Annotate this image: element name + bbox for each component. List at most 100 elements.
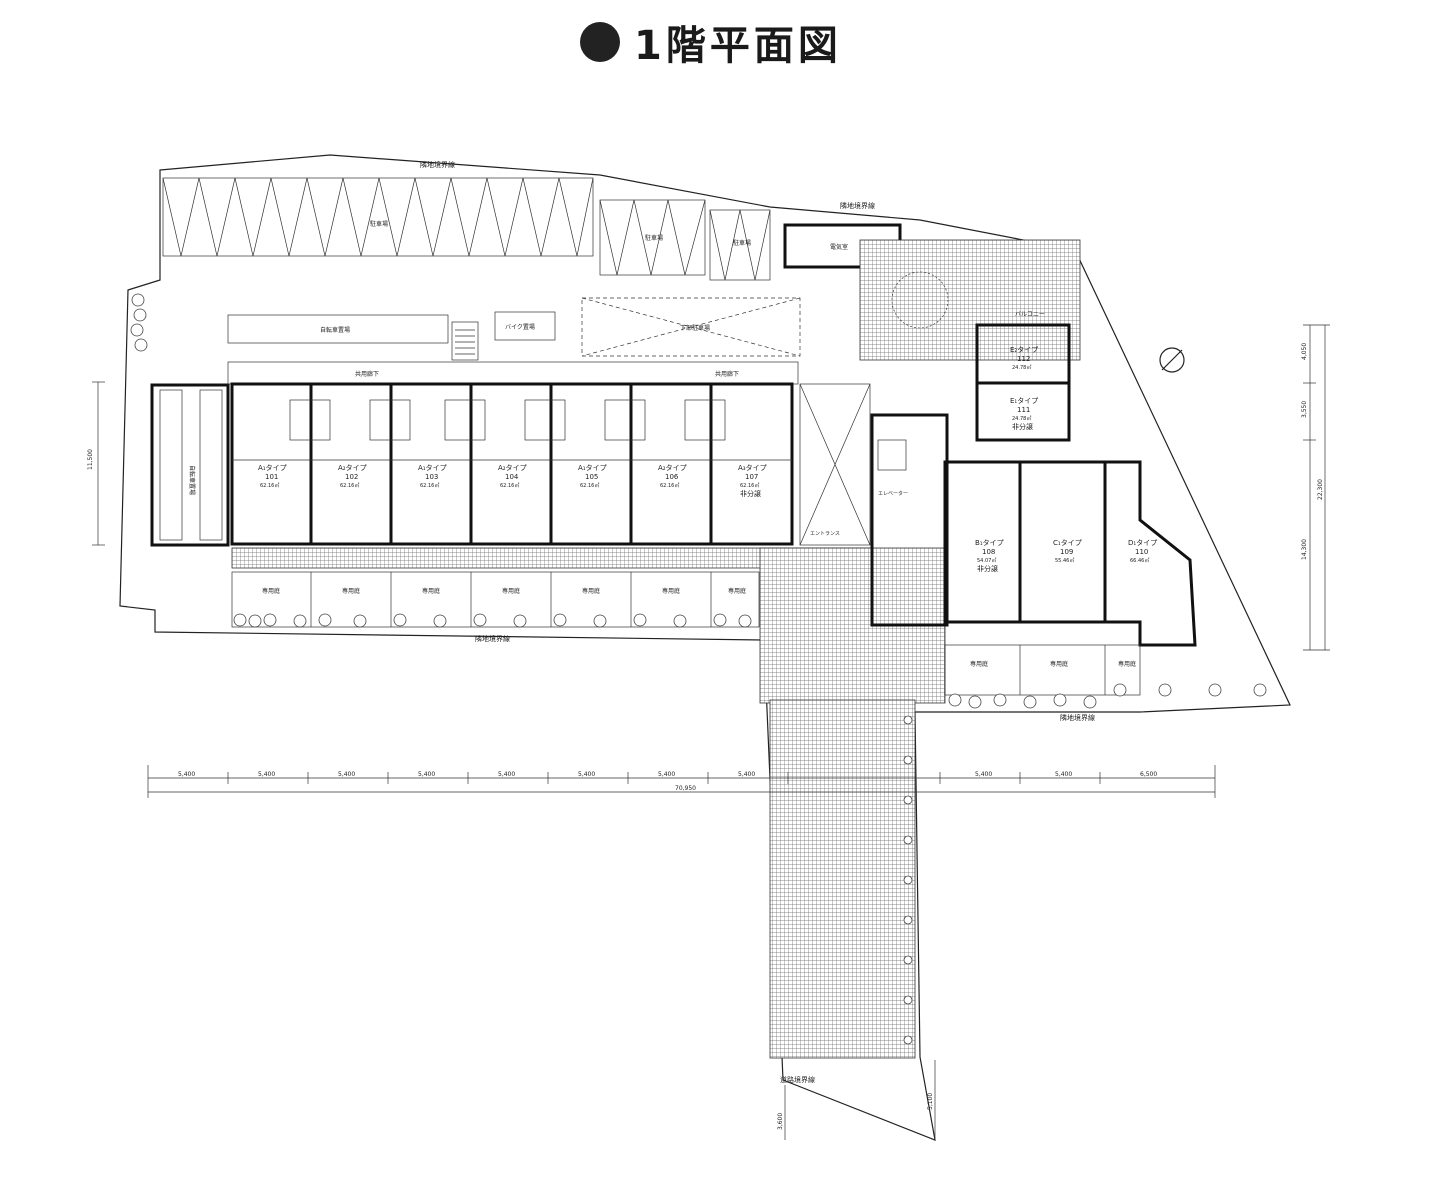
- garden-label-3: 専用庭: [422, 587, 440, 595]
- svg-text:5,400: 5,400: [258, 771, 275, 778]
- svg-text:A₂タイプ: A₂タイプ: [498, 463, 527, 472]
- garden-label-5: 専用庭: [582, 587, 600, 595]
- hedge-west: [233, 613, 752, 628]
- svg-text:102: 102: [345, 473, 358, 481]
- svg-text:E₂タイプ: E₂タイプ: [1010, 345, 1038, 354]
- svg-text:E₁タイプ: E₁タイプ: [1010, 396, 1038, 405]
- dimension-road: 3,600 5,100: [777, 1060, 936, 1140]
- hedge-road: [903, 715, 913, 1045]
- boundary-label-top: 隣地境界線: [420, 160, 455, 169]
- garden-label-6: 専用庭: [662, 587, 680, 595]
- boundary-label-east: 隣地境界線: [1060, 713, 1095, 722]
- svg-text:111: 111: [1017, 406, 1030, 414]
- parking-area-1: 駐車場: [162, 177, 594, 257]
- svg-text:55.46㎡: 55.46㎡: [1055, 557, 1074, 564]
- svg-text:A₁タイプ: A₁タイプ: [578, 463, 607, 472]
- svg-text:109: 109: [1060, 548, 1073, 556]
- svg-text:5,400: 5,400: [498, 771, 515, 778]
- svg-text:105: 105: [585, 473, 598, 481]
- lower-parking-label: 下部駐車場: [680, 324, 710, 332]
- svg-text:非分譲: 非分譲: [740, 489, 761, 498]
- unit-103: A₁タイプ 103 62.16㎡: [418, 463, 447, 489]
- svg-text:62.16㎡: 62.16㎡: [420, 482, 439, 489]
- svg-text:非分譲: 非分譲: [977, 564, 998, 573]
- svg-text:11,500: 11,500: [87, 449, 94, 470]
- svg-text:62.16㎡: 62.16㎡: [660, 482, 679, 489]
- svg-text:62.16㎡: 62.16㎡: [580, 482, 599, 489]
- svg-text:6,500: 6,500: [1140, 771, 1157, 778]
- svg-text:5,400: 5,400: [338, 771, 355, 778]
- unit-104: A₂タイプ 104 62.16㎡: [498, 463, 527, 489]
- svg-text:3,550: 3,550: [1301, 401, 1308, 418]
- svg-text:62.16㎡: 62.16㎡: [500, 482, 519, 489]
- gardens-east: [944, 644, 1141, 696]
- svg-text:103: 103: [425, 473, 438, 481]
- electric-room-label: 電気室: [830, 243, 848, 251]
- bicycle-area-left: [150, 383, 230, 547]
- unit-111: E₁タイプ 111 24.78㎡ 非分譲: [1010, 396, 1038, 431]
- parking-label-3: 駐車場: [733, 239, 751, 247]
- svg-text:5,100: 5,100: [927, 1093, 934, 1110]
- svg-text:62.16㎡: 62.16㎡: [340, 482, 359, 489]
- west-block: [230, 382, 794, 546]
- parking-label-1: 駐車場: [370, 220, 388, 228]
- unit-102: A₂タイプ 102 62.16㎡: [338, 463, 367, 489]
- unit-walls: [309, 384, 713, 544]
- parking-area-3: 駐車場: [709, 209, 771, 281]
- parking-label-2: 駐車場: [645, 234, 663, 242]
- svg-text:5,400: 5,400: [975, 771, 992, 778]
- dim-total: 70,950: [675, 785, 696, 792]
- svg-text:22,300: 22,300: [1317, 479, 1324, 500]
- svg-text:62.16㎡: 62.16㎡: [260, 482, 279, 489]
- svg-text:104: 104: [505, 473, 519, 481]
- bullet-icon: [580, 22, 620, 62]
- unit-106: A₂タイプ 106 62.16㎡: [658, 463, 687, 489]
- hedge-left: [130, 293, 148, 352]
- svg-text:107: 107: [745, 473, 758, 481]
- road-boundary-label: 道路境界線: [780, 1075, 815, 1084]
- svg-text:108: 108: [982, 548, 995, 556]
- bicycle-label: 自転車置場: [320, 326, 350, 334]
- page-title: 1階平面図: [580, 14, 842, 70]
- garden-label-7: 専用庭: [728, 587, 746, 595]
- balcony-label: バルコニー: [1015, 311, 1045, 318]
- garden-label-10: 専用庭: [1118, 660, 1136, 668]
- svg-text:A₁タイプ: A₁タイプ: [418, 463, 447, 472]
- svg-text:3,600: 3,600: [777, 1113, 784, 1130]
- north-arrow-icon: [1159, 347, 1185, 373]
- svg-text:101: 101: [265, 473, 278, 481]
- svg-text:A₂タイプ: A₂タイプ: [338, 463, 367, 472]
- title-text: 1階平面図: [634, 23, 842, 69]
- svg-text:A₂タイプ: A₂タイプ: [658, 463, 687, 472]
- entrance-label: エントランス: [810, 531, 840, 537]
- garden-label-2: 専用庭: [342, 587, 360, 595]
- svg-text:66.46㎡: 66.46㎡: [1130, 557, 1149, 564]
- svg-text:110: 110: [1135, 548, 1148, 556]
- core-block: [870, 413, 949, 627]
- hedge-east: [948, 683, 1267, 709]
- dimension-line-left: 11,500: [87, 381, 105, 546]
- unit-112: E₂タイプ 112 24.78㎡: [1010, 345, 1038, 371]
- parking-area-2: 駐車場: [599, 199, 706, 276]
- unit-110: D₁タイプ 110 66.46㎡: [1128, 538, 1157, 564]
- motorbike-area: [494, 311, 556, 341]
- hatched-garden-north: [859, 239, 1081, 361]
- svg-text:5,400: 5,400: [578, 771, 595, 778]
- unit-108: B₁タイプ 108 54.07㎡ 非分譲: [975, 538, 1004, 573]
- unit-109: C₁タイプ 109 55.46㎡: [1053, 538, 1082, 564]
- svg-text:5,400: 5,400: [1055, 771, 1072, 778]
- svg-text:24.78㎡: 24.78㎡: [1012, 364, 1031, 371]
- svg-text:5,400: 5,400: [418, 771, 435, 778]
- svg-text:54.07㎡: 54.07㎡: [977, 557, 996, 564]
- stair: [451, 321, 479, 361]
- svg-text:112: 112: [1017, 355, 1030, 363]
- lower-parking: [581, 297, 801, 357]
- garden-label-8: 専用庭: [970, 660, 988, 668]
- gardens-west: [231, 571, 760, 628]
- elevator-label: エレベーター: [878, 490, 908, 497]
- unit-101: A₁タイプ 101 62.16㎡: [258, 463, 287, 489]
- bicycle-left-label: 自転車置場: [188, 465, 196, 495]
- dimension-line-bottom: 5,400 5,400 5,400 5,400 5,400 5,400 5,40…: [147, 765, 1216, 798]
- svg-text:4,050: 4,050: [1301, 343, 1308, 360]
- svg-text:D₁タイプ: D₁タイプ: [1128, 538, 1157, 547]
